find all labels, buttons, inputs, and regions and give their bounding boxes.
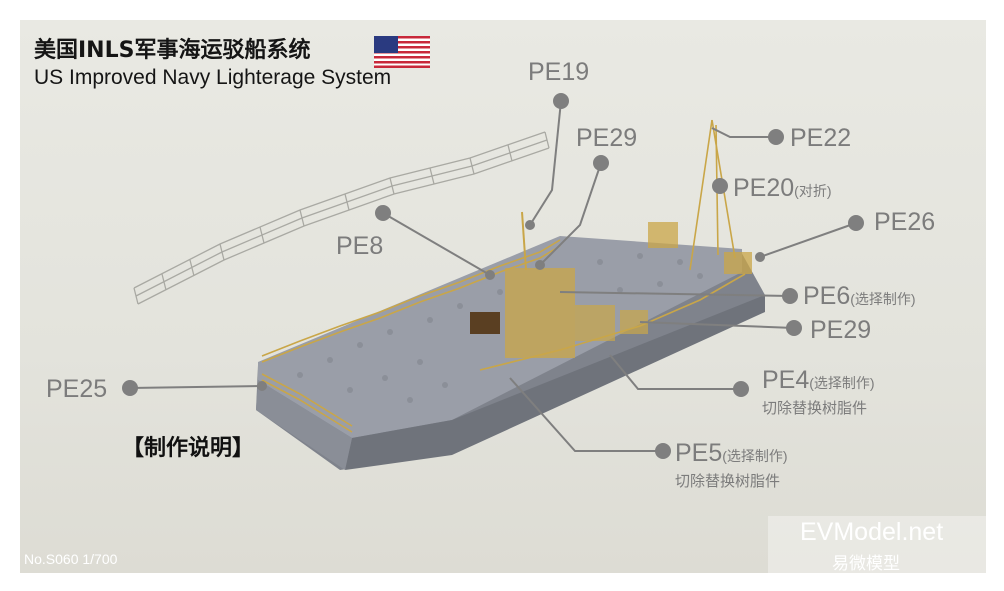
title-english: US Improved Navy Lighterage System <box>34 66 392 89</box>
pe5-dot <box>655 443 671 459</box>
label-pe4-sub: 切除替换树脂件 <box>762 399 868 417</box>
label-pe25: PE25 <box>46 375 108 403</box>
leader-end-dots <box>257 220 765 391</box>
pe22-dot <box>768 129 784 145</box>
label-pe6-note: (选择制作) <box>850 291 916 307</box>
label-pe4-code: PE4 <box>762 366 810 394</box>
label-pe4-note: (选择制作) <box>809 375 875 391</box>
pe29-top-dot <box>593 155 609 171</box>
pe8-dot <box>375 205 391 221</box>
label-pe8: PE8 <box>336 232 384 260</box>
watermark-backdrop <box>768 516 986 573</box>
label-pe29-top: PE29 <box>576 124 638 152</box>
label-pe6: PE6(选择制作) <box>803 284 916 309</box>
label-pe5-sub: 切除替换树脂件 <box>675 472 781 490</box>
label-pe26: PE26 <box>874 208 936 236</box>
label-pe19: PE19 <box>528 58 590 86</box>
pe25-dot <box>122 380 138 396</box>
label-pe4: PE4(选择制作) <box>762 368 875 393</box>
label-pe5-code: PE5 <box>675 439 723 467</box>
watermark-brand: 易微模型 <box>832 554 900 574</box>
pe19-dot <box>553 93 569 109</box>
label-pe5: PE5(选择制作) <box>675 441 788 466</box>
label-pe22: PE22 <box>790 124 852 152</box>
label-pe5-note: (选择制作) <box>722 448 788 464</box>
leader-dots <box>122 93 864 459</box>
label-pe20-code: PE20 <box>733 174 795 202</box>
pe8-railing-part <box>133 131 550 305</box>
leader-lines <box>129 100 857 452</box>
pe4-dot <box>733 381 749 397</box>
instructions-heading: 【制作说明】 <box>122 436 255 461</box>
title-chinese: 美国INLS军事海运驳船系统 <box>34 38 311 63</box>
pe29-mid-dot <box>786 320 802 336</box>
pe6-dot <box>782 288 798 304</box>
pe26-dot <box>848 215 864 231</box>
label-pe6-code: PE6 <box>803 282 851 310</box>
pe20-dot <box>712 178 728 194</box>
watermark-url: EVModel.net <box>800 518 944 546</box>
catalog-number: No.S060 1/700 <box>24 551 118 567</box>
us-flag-icon <box>374 36 430 68</box>
label-pe20-note: (对折) <box>794 183 832 199</box>
label-pe20: PE20(对折) <box>733 176 832 201</box>
label-pe29-mid: PE29 <box>810 316 872 344</box>
